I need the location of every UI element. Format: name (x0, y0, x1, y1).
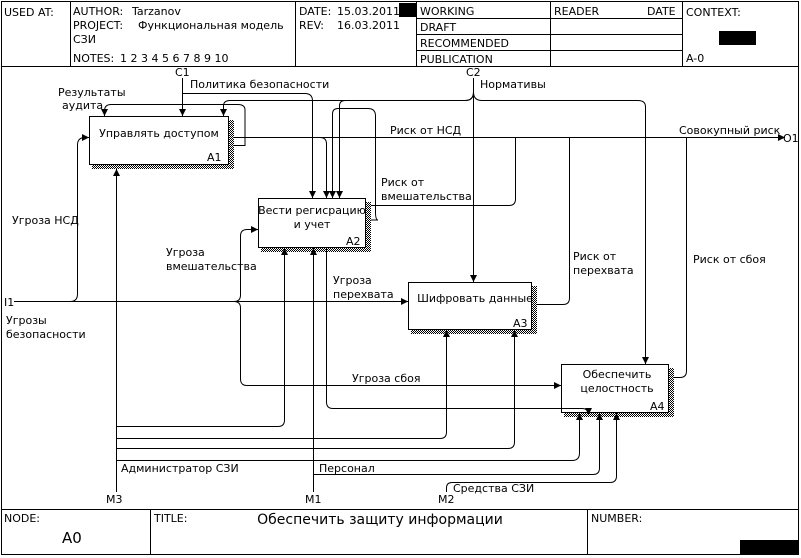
label-threat-interference: Угроза (166, 246, 205, 259)
reader-label: READER (554, 5, 600, 18)
arrow-risk-failure[interactable] (674, 137, 687, 378)
rev-label: REV: (299, 19, 324, 32)
label-personnel: Персонал (319, 462, 375, 475)
author-value: Tarzanov (131, 5, 181, 18)
tunnel-c2: C2 (466, 66, 481, 79)
arrow-admin-a3[interactable] (116, 330, 450, 439)
arrow-norms-a4[interactable] (473, 91, 649, 364)
arrow-risk-interference-loop[interactable] (329, 108, 379, 221)
tunnel-i1: I1 (4, 296, 14, 309)
date-label: DATE: (299, 5, 331, 18)
working-status-marker (399, 3, 416, 17)
arrow-norms-a1[interactable] (220, 91, 474, 116)
box-title: Вести регисрацию (258, 204, 366, 217)
number-label: NUMBER: (591, 512, 642, 525)
label-norms: Нормативы (480, 78, 546, 91)
arrow-threat-failure[interactable] (233, 301, 561, 389)
tunnel-o1: O1 (783, 132, 799, 145)
box-number: A1 (207, 151, 222, 164)
arrow-admin-a3-right[interactable] (116, 330, 518, 449)
status-draft: DRAFT (420, 21, 456, 34)
arrow-threat-interference[interactable] (233, 226, 258, 302)
tunnel-c1: C1 (175, 66, 190, 79)
arrow-tools-a4[interactable] (446, 413, 620, 492)
reader-date-label: DATE (647, 5, 676, 18)
activity-box-a4[interactable]: Обеспечить целостность A4 (561, 364, 675, 418)
title-label: TITLE: (153, 512, 187, 525)
arrow-risk-interception[interactable] (537, 137, 570, 305)
box-number: A2 (346, 235, 361, 248)
arrow-personnel-a4-loop[interactable] (326, 248, 592, 416)
context-node: A-0 (686, 52, 704, 65)
arrow-risk-interference[interactable] (371, 137, 516, 206)
label-audit: Результаты (58, 86, 126, 99)
tunnel-m2: M2 (438, 493, 455, 506)
label-audit-line2: аудита (62, 99, 103, 112)
label-security-threats: Угрозы (6, 314, 47, 327)
label-threat-failure: Угроза сбоя (352, 372, 420, 385)
box-title-line2: и учет (294, 218, 331, 231)
tunnel-m1: M1 (305, 493, 322, 506)
diagram-title: Обеспечить защиту информации (257, 512, 503, 528)
rev-value: 16.03.2011 (337, 19, 400, 32)
label-risk-interception: Риск от (573, 250, 617, 263)
project-label: PROJECT: (73, 19, 123, 32)
box-title: Шифровать данные (417, 292, 533, 305)
arrow-audit-feedback[interactable] (101, 104, 246, 146)
author-label: AUTHOR: (73, 5, 123, 18)
context-diagram-marker (719, 31, 756, 45)
footer-frame (1, 509, 799, 554)
project-value: Функциональная модель (138, 19, 284, 32)
arrow-admin-a2[interactable] (116, 248, 288, 427)
arrow-admin-a4[interactable] (116, 413, 583, 461)
status-publication: PUBLICATION (420, 53, 493, 66)
label-risk-interception-line2: перехвата (573, 264, 634, 277)
activity-box-a3[interactable]: Шифровать данные A3 (408, 282, 538, 335)
notes-label: NOTES: (73, 52, 114, 65)
node-label: NODE: (4, 512, 40, 525)
label-risk-failure: Риск от сбоя (693, 253, 766, 266)
label-threat-interception: Угроза (333, 274, 372, 287)
context-label: CONTEXT: (686, 6, 741, 19)
corner-marker (740, 540, 798, 554)
arrow-threat-nsd[interactable] (69, 134, 89, 302)
label-security-threats-line2: безопасности (6, 328, 86, 341)
arrow-personnel-a4[interactable] (313, 413, 603, 475)
activity-box-a2[interactable]: Вести регисрацию и учет A2 (258, 198, 371, 253)
label-policy: Политика безопасности (190, 78, 329, 91)
label-risk-interference: Риск от (381, 176, 425, 189)
label-threat-interception-line2: перехвата (333, 288, 394, 301)
arrow-risk-nsd-to-a2[interactable] (234, 137, 330, 199)
label-tools: Средства СЗИ (453, 482, 534, 495)
status-recommended: RECOMMENDED (420, 37, 509, 50)
tunnel-m3: M3 (106, 493, 123, 506)
box-title-line2: целостность (580, 382, 653, 395)
label-administrator: Администратор СЗИ (121, 462, 239, 475)
node-value: A0 (62, 529, 82, 547)
box-title: Управлять доступом (99, 127, 219, 140)
label-risk-interference-line2: вмешательства (381, 190, 472, 203)
label-total-risk: Совокупный риск (679, 124, 781, 137)
box-title: Обеспечить (583, 368, 652, 381)
status-working: WORKING (420, 5, 474, 18)
project-value-continued: СЗИ (73, 33, 96, 46)
box-number: A3 (513, 317, 528, 330)
date-value: 15.03.2011 (337, 5, 400, 18)
activity-box-a1[interactable]: Управлять доступом A1 (89, 116, 235, 170)
used-at-label: USED AT: (4, 6, 54, 19)
label-threat-nsd: Угроза НСД (12, 214, 79, 227)
label-threat-interference-line2: вмешательства (166, 260, 257, 273)
label-risk-nsd: Риск от НСД (390, 124, 462, 137)
notes-numbers: 1 2 3 4 5 6 7 8 9 10 (120, 52, 228, 65)
box-number: A4 (650, 400, 665, 413)
